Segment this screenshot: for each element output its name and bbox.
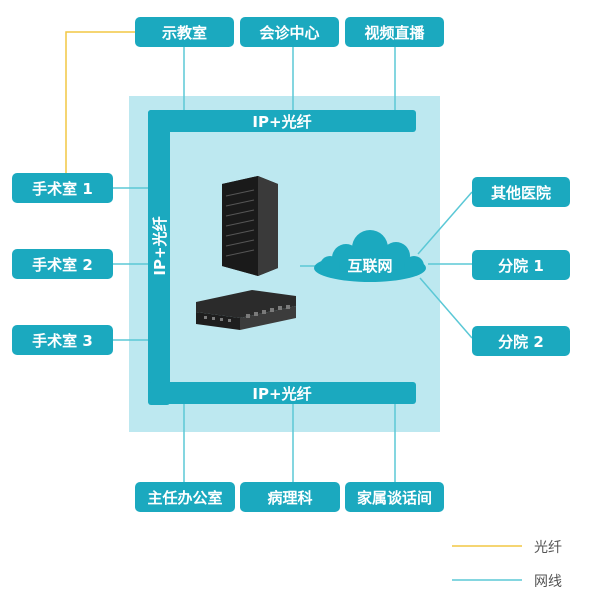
- link-other-hospital: [417, 191, 473, 255]
- node-director-office[interactable]: 主任办公室: [135, 482, 235, 512]
- link-branch2: [419, 277, 473, 339]
- legend-fiber-label: 光纤: [534, 540, 562, 556]
- node-operating-room-3[interactable]: 手术室 3: [12, 325, 113, 355]
- node-branch-2[interactable]: 分院 2: [472, 326, 570, 356]
- bottom-bus-label: IP+光纤: [252, 384, 312, 403]
- fiber-link-or1: [65, 31, 135, 173]
- internet-cloud-icon: [314, 230, 426, 282]
- node-other-hospital[interactable]: 其他医院: [472, 177, 570, 207]
- node-operating-room-1[interactable]: 手术室 1: [12, 173, 113, 203]
- node-teaching-room[interactable]: 示教室: [135, 17, 234, 47]
- node-operating-room-2[interactable]: 手术室 2: [12, 249, 113, 279]
- top-bus-bar: [148, 110, 416, 132]
- network-switch-icon: [196, 290, 296, 330]
- bottom-bus-bar: [148, 382, 416, 404]
- node-pathology[interactable]: 病理科: [240, 482, 340, 512]
- legend-network-label: 网线: [534, 574, 562, 590]
- node-video-live[interactable]: 视频直播: [345, 17, 444, 47]
- node-consultation-center[interactable]: 会诊中心: [240, 17, 339, 47]
- internet-label: 互联网: [347, 256, 393, 275]
- left-bus-bar: [148, 110, 170, 405]
- server-rack-icon: [222, 176, 278, 276]
- top-bus-label: IP+光纤: [252, 112, 312, 131]
- left-bus-label: IP+光纤: [150, 216, 169, 276]
- node-branch-1[interactable]: 分院 1: [472, 250, 570, 280]
- node-family-room[interactable]: 家属谈话间: [345, 482, 444, 512]
